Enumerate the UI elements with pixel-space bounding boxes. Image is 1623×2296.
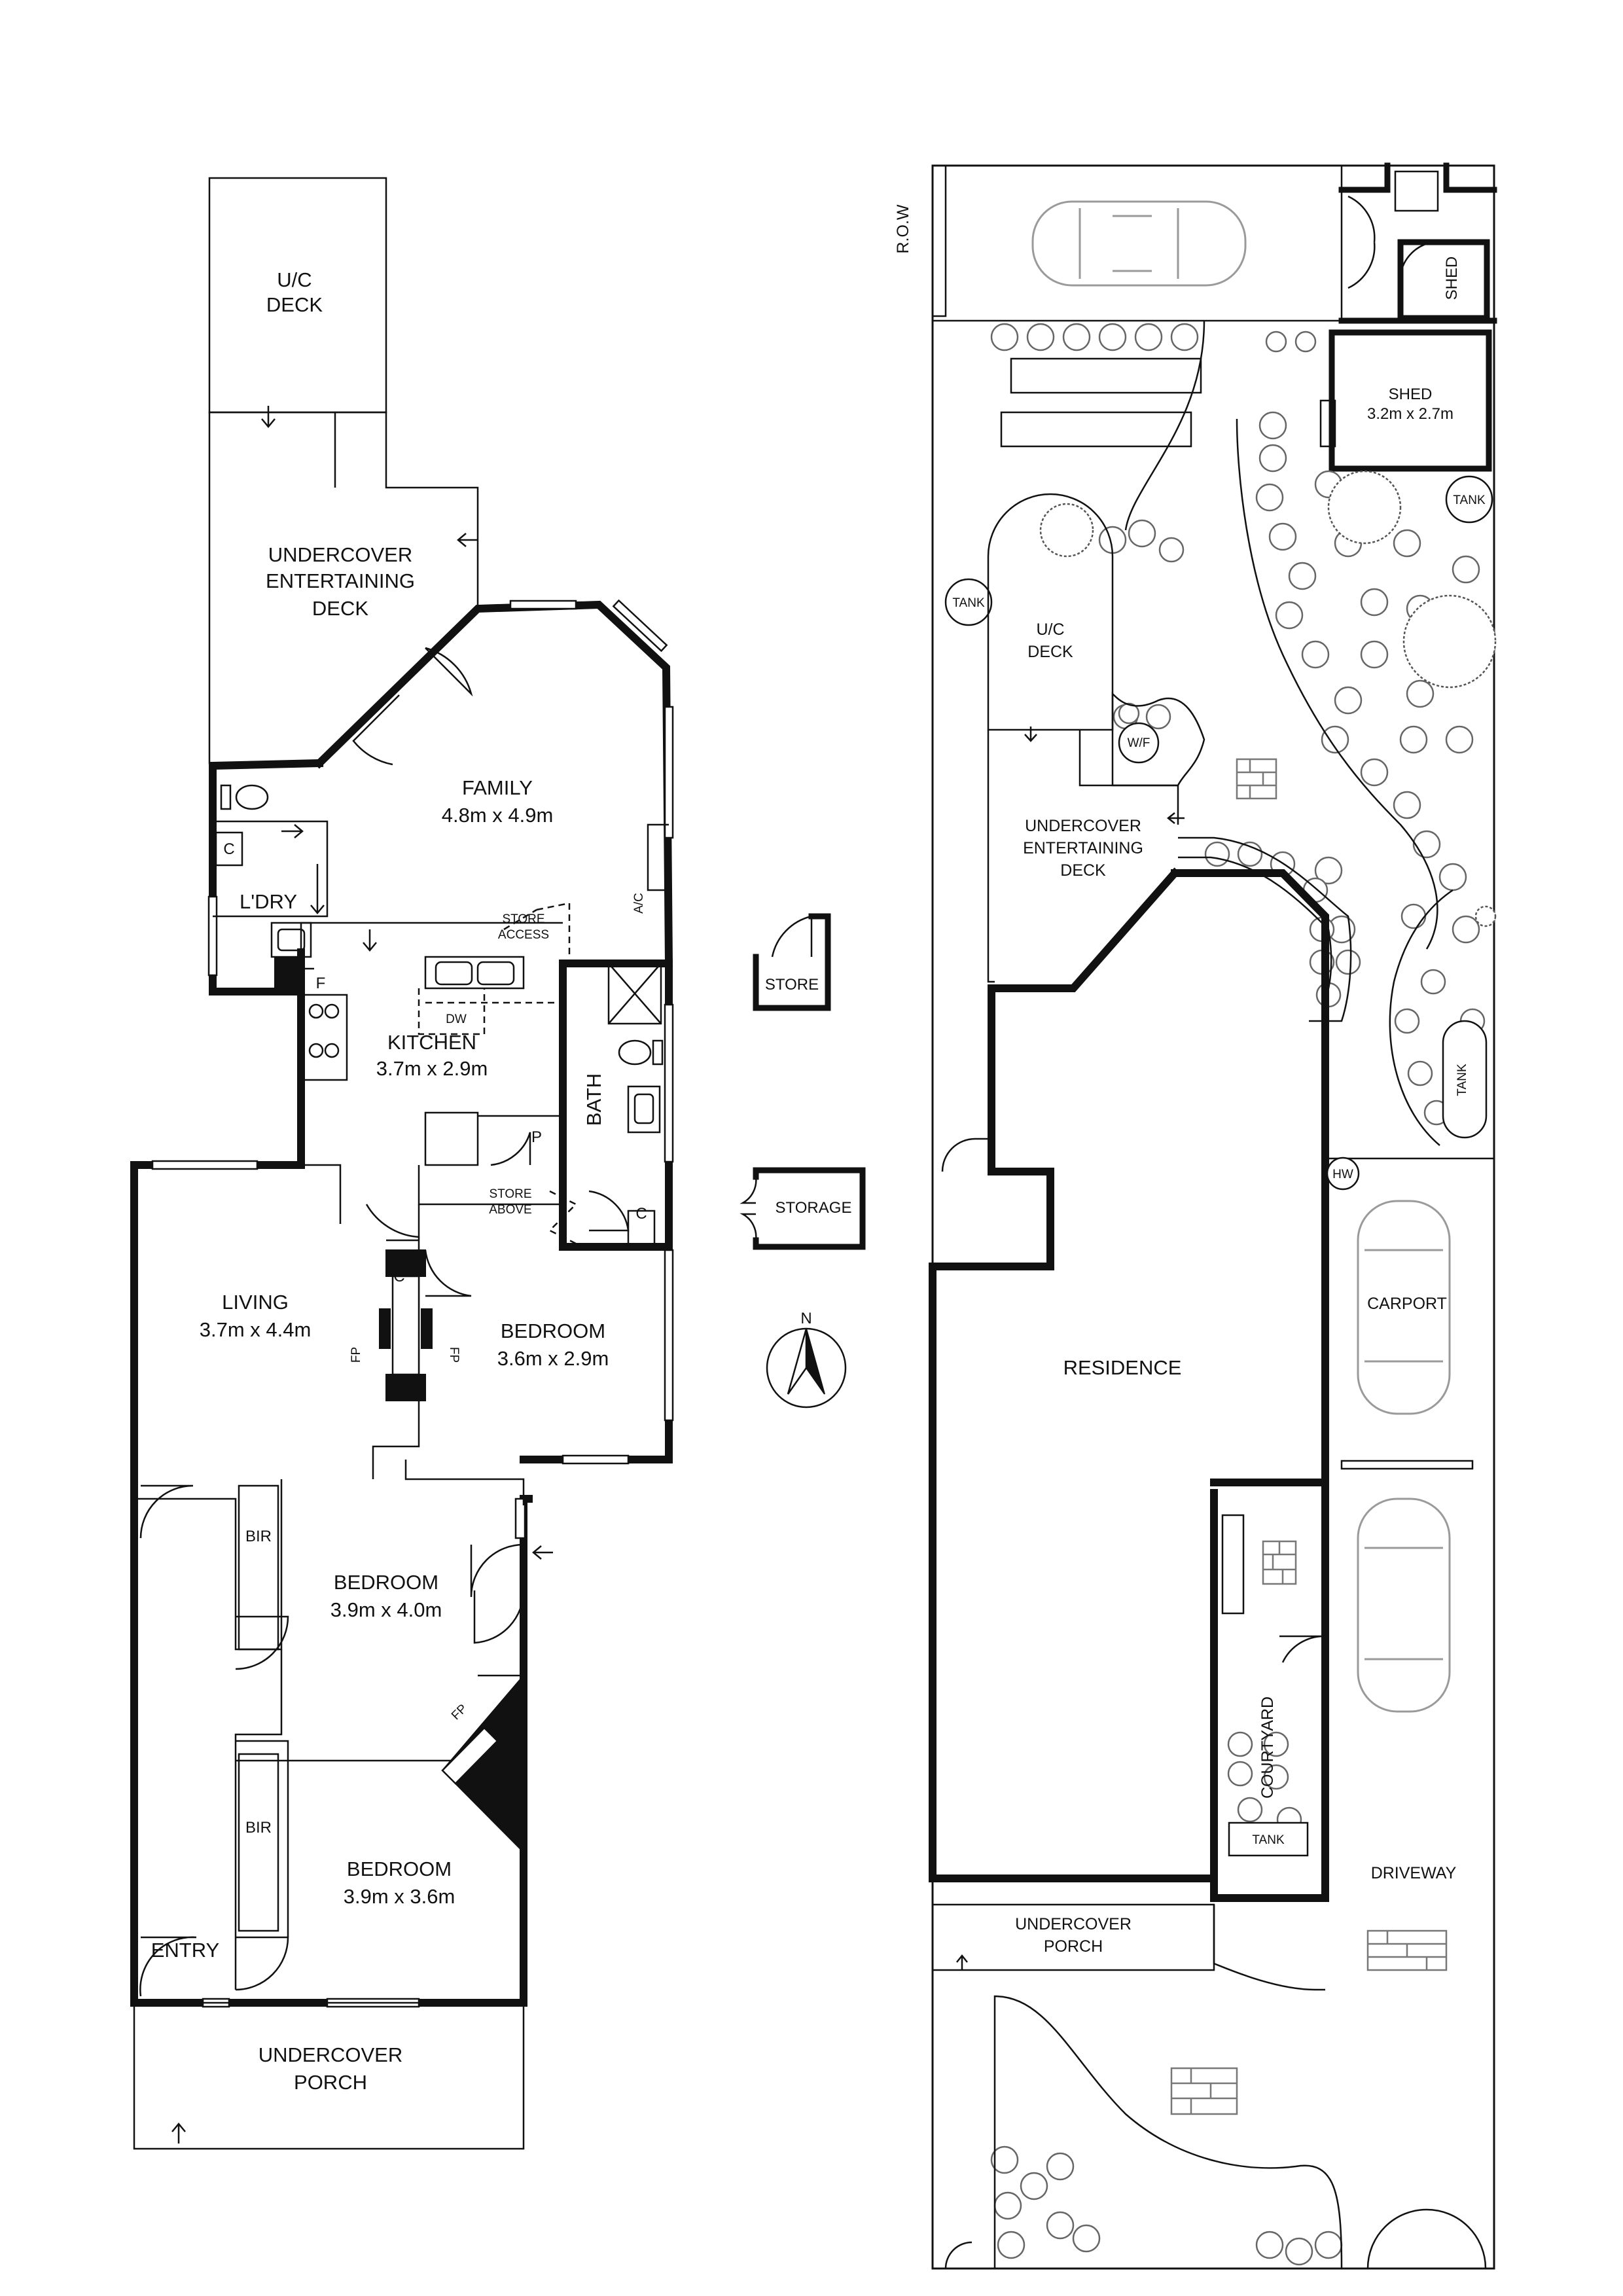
bedroom1-size: 3.6m x 2.9m xyxy=(497,1347,609,1370)
store-above-label-2: ABOVE xyxy=(489,1203,531,1217)
shed-size: 3.2m x 2.7m xyxy=(1367,405,1454,423)
bath-label: BATH xyxy=(582,1073,605,1126)
entry-arrows xyxy=(171,406,553,2144)
interior-walls xyxy=(133,820,656,1990)
living-size: 3.7m x 4.4m xyxy=(200,1318,312,1341)
hw-label: HW xyxy=(1332,1168,1353,1181)
dishwasher-label: DW xyxy=(446,1013,467,1026)
driveway-car-icon xyxy=(1357,1498,1451,1713)
entertaining-deck-label-2: ENTERTAINING xyxy=(266,569,415,592)
tank-label-2: TANK xyxy=(952,596,985,610)
family-size: 4.8m x 4.9m xyxy=(442,804,554,827)
store-outline xyxy=(753,913,831,1011)
top-car-icon xyxy=(1031,200,1247,287)
site-entertaining-label: UNDERCOVER xyxy=(1025,817,1141,835)
compass-north: N xyxy=(800,1310,812,1327)
uc-deck-label-2: DECK xyxy=(266,293,323,316)
bedroom3-name: BEDROOM xyxy=(347,1857,452,1880)
store-access-label: STORE xyxy=(502,912,544,926)
living-cupboard-label: C xyxy=(393,1268,404,1285)
pantry-label: P xyxy=(531,1128,542,1146)
bedroom2-size: 3.9m x 4.0m xyxy=(330,1598,442,1621)
floor-porch-outline xyxy=(133,2001,525,2150)
carport-label: CARPORT xyxy=(1367,1295,1447,1313)
site-porch-label-2: PORCH xyxy=(1044,1937,1103,1956)
site-entertaining-label-2: ENTERTAINING xyxy=(1023,839,1143,857)
wf-label: W/F xyxy=(1128,736,1150,750)
bedroom2-name: BEDROOM xyxy=(334,1571,438,1594)
shrubs xyxy=(990,323,1486,2266)
living-name: LIVING xyxy=(222,1291,289,1314)
trees xyxy=(1039,470,1497,927)
laundry-fittings xyxy=(220,784,312,992)
shed-name: SHED xyxy=(1389,386,1433,403)
entry-label: ENTRY xyxy=(151,1939,220,1962)
floor-plan: U/C DECK UNDERCOVER ENTERTAINING DECK FA… xyxy=(130,177,674,2150)
bath-cupboard-label: C xyxy=(635,1205,647,1223)
ac-label: A/C xyxy=(632,893,646,914)
kitchen-fittings xyxy=(300,902,578,1245)
site-porch-label: UNDERCOVER xyxy=(1015,1915,1132,1933)
paver-icons xyxy=(1170,758,1448,2115)
site-plan: R.O.W SHED SHED 3.2m x 2.7m xyxy=(894,162,1497,2270)
residence-label: RESIDENCE xyxy=(1063,1356,1182,1379)
compass: N xyxy=(766,1310,847,1408)
carport-car-icon xyxy=(1357,1200,1451,1415)
uc-deck-label: U/C xyxy=(277,268,312,291)
entertaining-deck-label: UNDERCOVER xyxy=(268,543,412,566)
bath-wall xyxy=(559,960,673,1251)
site-uc-deck-label-2: DECK xyxy=(1027,643,1073,661)
driveway-label: DRIVEWAY xyxy=(1371,1864,1457,1882)
site-entertaining-label-3: DECK xyxy=(1060,861,1106,880)
bedroom3-size: 3.9m x 3.6m xyxy=(344,1885,455,1908)
outbuildings: STORE STORAGE xyxy=(740,913,866,1250)
site-uc-deck-label: U/C xyxy=(1036,620,1064,639)
bir-label-1: BIR xyxy=(245,1528,272,1545)
fireplace-label-bedroom2: FP xyxy=(449,1702,470,1723)
laundry-label: L'DRY xyxy=(240,890,297,913)
fridge-label: F xyxy=(316,975,326,992)
doors xyxy=(139,647,630,1997)
fireplace-label-bedroom: FP xyxy=(447,1347,461,1363)
bath-fittings xyxy=(607,823,669,1134)
laundry-cupboard-label: C xyxy=(223,840,234,858)
family-name: FAMILY xyxy=(462,776,533,799)
floor-porch-label-2: PORCH xyxy=(294,2071,367,2094)
kitchen-size: 3.7m x 2.9m xyxy=(376,1057,488,1080)
entertaining-deck-label-3: DECK xyxy=(312,597,368,620)
courtyard-tank-label: TANK xyxy=(1252,1833,1285,1847)
store-above-label: STORE xyxy=(489,1187,531,1201)
west-wall xyxy=(130,1161,533,2007)
store-access-label-2: ACCESS xyxy=(498,928,549,942)
storage-outline xyxy=(753,1167,866,1250)
store-label: STORE xyxy=(765,976,819,994)
fireplace-label-living: FP xyxy=(349,1347,363,1363)
kitchen-name: KITCHEN xyxy=(387,1031,476,1054)
tank-label-3: TANK xyxy=(1455,1064,1469,1096)
storage-label: STORAGE xyxy=(776,1199,852,1217)
bedroom1-name: BEDROOM xyxy=(501,1319,605,1342)
floor-porch-label: UNDERCOVER xyxy=(259,2043,402,2066)
small-shed-label: SHED xyxy=(1443,257,1461,300)
tank-label-1: TANK xyxy=(1453,493,1486,507)
courtyard-label: COURTYARD xyxy=(1258,1696,1277,1799)
bir-label-2: BIR xyxy=(245,1819,272,1837)
fireplaces xyxy=(379,1249,524,1854)
row-label: R.O.W xyxy=(894,204,912,253)
